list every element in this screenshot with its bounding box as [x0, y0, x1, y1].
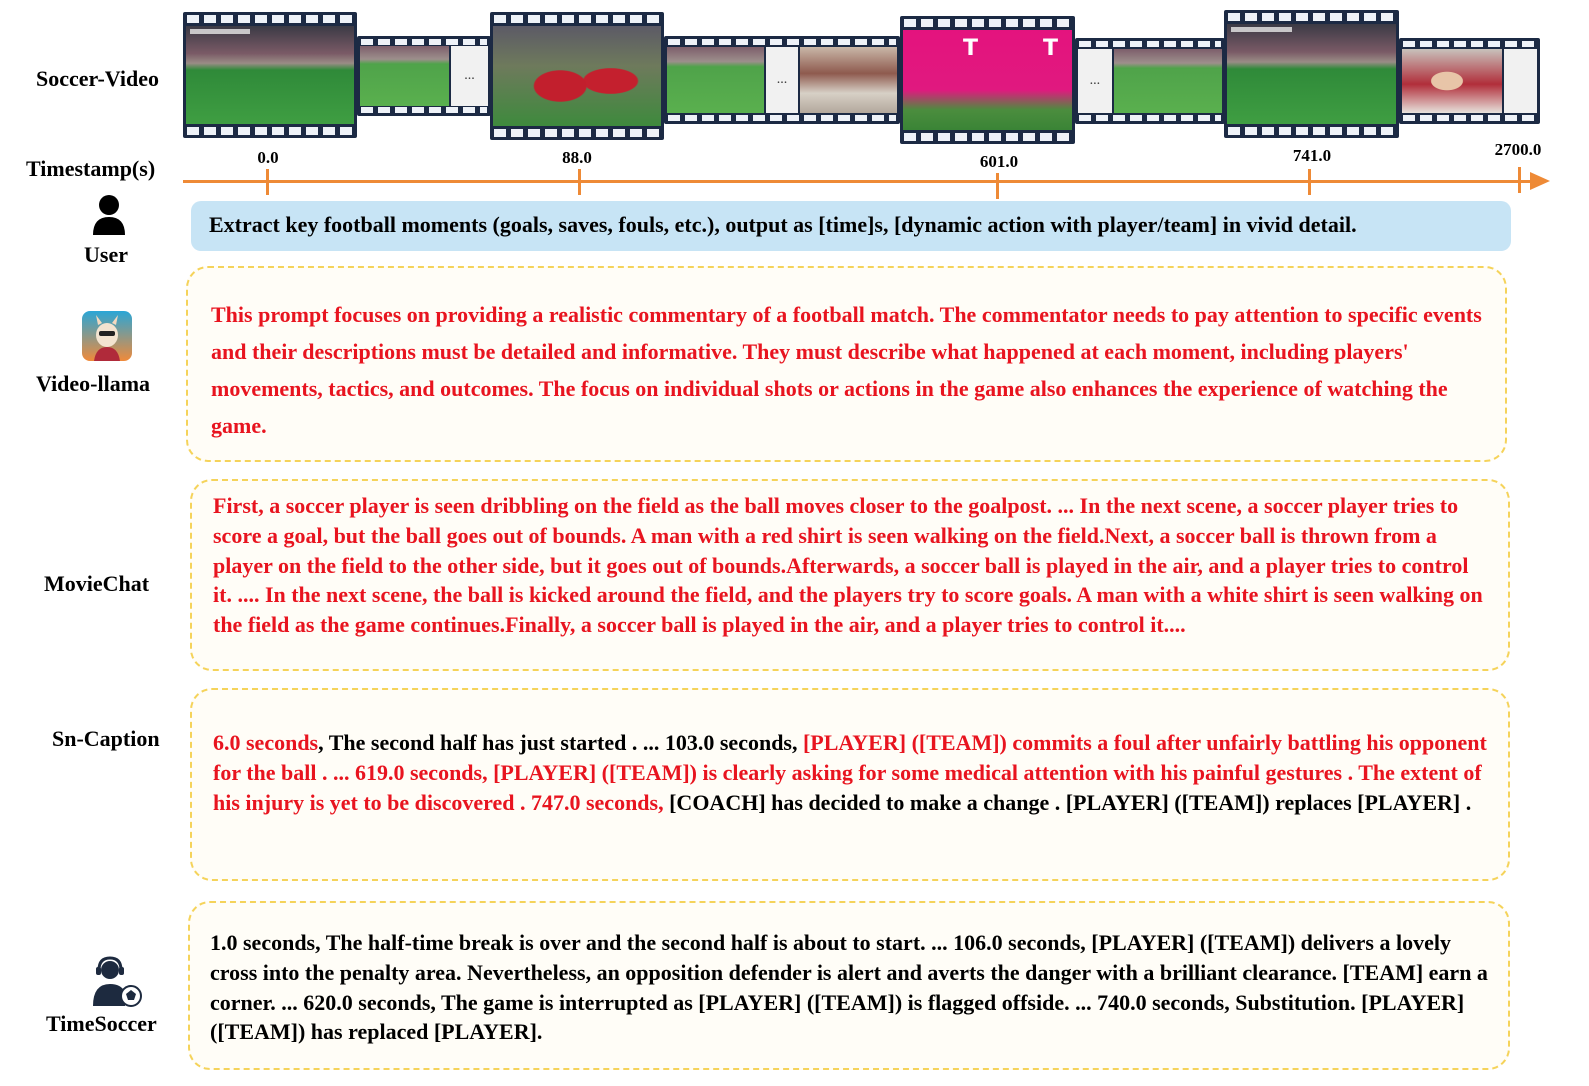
film-strip-1 [183, 12, 357, 138]
label-video-llama: Video-llama [36, 371, 151, 396]
sn-caption-response-text: 6.0 seconds, The second half has just st… [213, 728, 1488, 817]
tick-label: 741.0 [1292, 146, 1332, 165]
film-end [1503, 49, 1537, 113]
tick-label: 601.0 [979, 152, 1019, 171]
film-strip-8 [1399, 38, 1540, 124]
sn-caption-segment: [COACH] has decided to make a change . [… [663, 789, 1472, 815]
label-soccer-video: Soccer-Video [36, 66, 159, 91]
ellipsis-frame: ... [765, 47, 799, 113]
video-frame [800, 47, 897, 113]
moviechat-response-text: First, a soccer player is seen dribbling… [213, 493, 1483, 638]
video-frame [1402, 49, 1502, 113]
sn-caption-segment: , The second half has just started . ...… [318, 730, 803, 755]
video-frame [1227, 24, 1396, 124]
film-strip-6: ... [1075, 38, 1225, 124]
user-prompt: Extract key football moments (goals, sav… [191, 201, 1511, 251]
label-sn-caption: Sn-Caption [52, 726, 160, 751]
film-strip-4: ... [664, 36, 900, 124]
video-frame [360, 46, 449, 106]
film-strip-7 [1224, 10, 1399, 138]
film-strip-2: ... [357, 36, 491, 116]
sn-caption-timestamp: 6.0 seconds [213, 730, 319, 755]
sn-caption-highlight: [PLAYER] ([TEAM]) commits a foul after u… [213, 730, 1487, 815]
label-timesoccer: TimeSoccer [46, 1011, 157, 1036]
ellipsis-frame: ... [1078, 49, 1112, 113]
timesoccer-response-box: 1.0 seconds, The half-time break is over… [188, 901, 1510, 1070]
timesoccer-commentator-icon [93, 956, 142, 1007]
video-frame [1113, 49, 1222, 113]
user-icon [93, 195, 125, 235]
sn-caption-response-box: 6.0 seconds, The second half has just st… [190, 688, 1510, 881]
timeline-tick [1518, 167, 1521, 193]
tick-label: 88.0 [562, 148, 592, 167]
label-moviechat: MovieChat [44, 571, 150, 596]
label-timestamp: Timestamp(s) [26, 156, 156, 181]
timeline-tick [996, 173, 999, 199]
timeline-tick [578, 169, 581, 195]
timeline-tick [266, 169, 269, 195]
ellipsis-frame: ... [450, 46, 488, 106]
tick-label: 2700.0 [1494, 140, 1542, 159]
video-llama-response-text: This prompt focuses on providing a reali… [211, 302, 1482, 438]
video-frame [186, 26, 354, 124]
label-user: User [84, 242, 128, 267]
timeline-axis [183, 180, 1533, 183]
video-llama-logo-icon [82, 311, 132, 361]
video-frame [667, 47, 764, 113]
tick-label: 0.0 [257, 148, 279, 167]
timeline-tick [1308, 169, 1311, 195]
film-strip-3 [490, 12, 664, 140]
video-llama-response-box: This prompt focuses on providing a reali… [186, 266, 1507, 462]
video-frame [493, 26, 661, 126]
timesoccer-response-text: 1.0 seconds, The half-time break is over… [210, 930, 1488, 1045]
moviechat-response-box: First, a soccer player is seen dribbling… [190, 479, 1510, 671]
timeline-arrowhead [1530, 172, 1550, 190]
